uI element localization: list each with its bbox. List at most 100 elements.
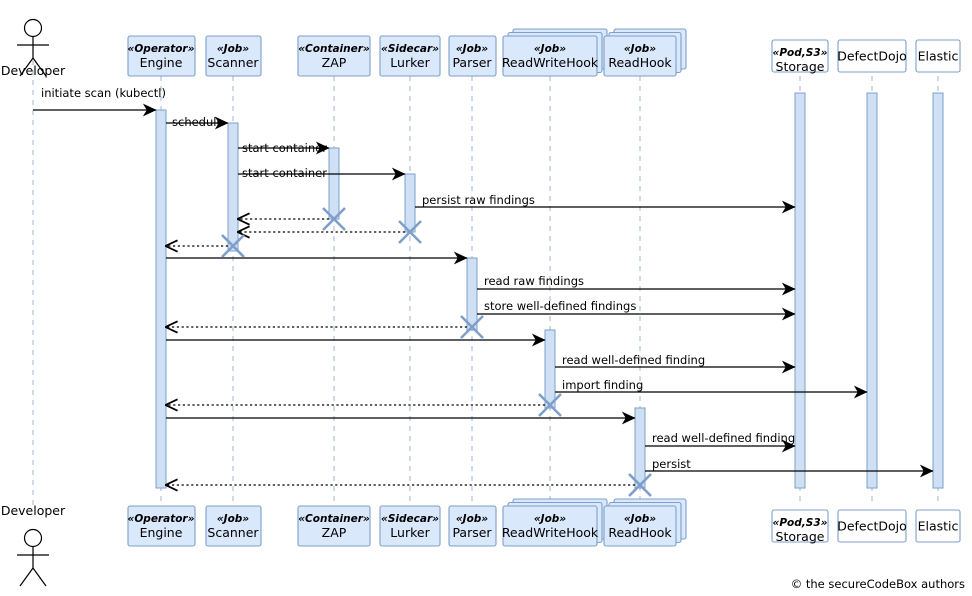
participant-stereotype: «Pod,S3»: [773, 47, 828, 59]
participant-foot-readhook[interactable]: «Job»ReadHook: [603, 498, 687, 547]
actor-label-top: Developer: [1, 63, 66, 78]
actor-leg-right: [32, 567, 47, 587]
participant-box-rect: [837, 39, 907, 73]
participant-stereotype: «Operator»: [128, 43, 195, 55]
participant-head-engine[interactable]: «Operator»Engine: [127, 35, 196, 77]
participant-foot-storage[interactable]: «Pod,S3»Storage: [771, 509, 829, 544]
participant-name: Parser: [452, 525, 492, 540]
participant-stereotype: «Operator»: [128, 513, 195, 525]
message-label-m1: initiate scan (kubectl): [41, 86, 166, 100]
activation-bar-parser: [466, 257, 478, 331]
participant-stereotype: «Sidecar»: [381, 43, 439, 55]
participant-stereotype: «Job»: [534, 43, 566, 55]
participant-name: Scanner: [207, 55, 259, 70]
participant-box-rect: [205, 35, 262, 77]
participant-boxes-layer: «Operator»Engine«Operator»Engine«Job»Sca…: [127, 28, 961, 547]
message-label-m4: start container: [242, 166, 327, 180]
participant-name: Scanner: [207, 525, 259, 540]
destroy-stroke-b: [538, 393, 562, 417]
participant-head-defectdojo[interactable]: DefectDojo: [837, 39, 907, 73]
message-label-m18: read well-defined finding: [652, 431, 795, 445]
participant-foot-elastic[interactable]: Elastic: [915, 509, 961, 543]
participant-box-rect: [837, 509, 907, 543]
participant-box-rect: [448, 505, 497, 547]
participant-foot-parser[interactable]: «Job»Parser: [448, 505, 497, 547]
participant-box-rect: [502, 35, 598, 77]
participant-box-rect: [379, 35, 441, 77]
message-label-m10: read raw findings: [484, 274, 584, 288]
participant-foot-defectdojo[interactable]: DefectDojo: [837, 509, 907, 543]
participant-foot-scanner[interactable]: «Job»Scanner: [205, 505, 262, 547]
participant-foot-readwritehook[interactable]: «Job»ReadWriteHook: [502, 498, 608, 547]
participant-stereotype: «Sidecar»: [381, 513, 439, 525]
participant-box-rect: [448, 35, 497, 77]
participant-box-rect: [297, 35, 371, 77]
message-label-m3: start container: [242, 141, 327, 155]
participant-stereotype: «Job»: [456, 43, 488, 55]
message-label-m5: persist raw findings: [422, 193, 535, 207]
destruction-markers-layer: [221, 207, 652, 497]
participant-stereotype: «Job»: [624, 513, 656, 525]
participant-name: ReadWriteHook: [502, 55, 599, 70]
participant-box-rect: [502, 505, 598, 547]
message-label-m15: import finding: [562, 378, 643, 392]
participant-stereotype: «Pod,S3»: [773, 517, 828, 529]
destruction-marker-scanner: [221, 234, 245, 258]
participant-name: Engine: [140, 55, 183, 70]
participant-head-storage[interactable]: «Pod,S3»Storage: [771, 39, 829, 74]
participant-head-lurker[interactable]: «Sidecar»Lurker: [379, 35, 441, 77]
participant-name: ZAP: [322, 55, 347, 70]
activations-layer: [155, 92, 944, 489]
participant-stereotype: «Container»: [298, 43, 370, 55]
participant-stereotype: «Job»: [217, 43, 249, 55]
destroy-stroke-b: [398, 220, 422, 244]
destruction-marker-readwritehook: [538, 393, 562, 417]
participant-stereotype: «Job»: [534, 513, 566, 525]
participant-head-parser[interactable]: «Job»Parser: [448, 35, 497, 77]
actor-leg-left: [19, 567, 34, 587]
destruction-marker-parser: [460, 315, 484, 339]
activation-bar-zap: [328, 147, 340, 220]
activation-bar-elastic: [932, 92, 944, 489]
participant-name: Elastic: [918, 49, 959, 64]
participant-name: Lurker: [390, 55, 430, 70]
actor-figure-bottom: [17, 528, 49, 587]
destruction-marker-readhook: [628, 473, 652, 497]
participant-name: ZAP: [322, 525, 347, 540]
actor-leg-left: [19, 57, 34, 77]
participant-head-scanner[interactable]: «Job»Scanner: [205, 35, 262, 77]
activation-bar-scanner: [227, 122, 239, 252]
activation-bar-readwritehook: [544, 329, 556, 409]
actor-figure-top: [17, 18, 49, 77]
participant-name: Elastic: [918, 519, 959, 534]
participant-name: ReadWriteHook: [502, 525, 599, 540]
copyright-credit: © the secureCodeBox authors: [791, 577, 965, 591]
participant-name: DefectDojo: [837, 49, 907, 64]
participant-foot-engine[interactable]: «Operator»Engine: [127, 505, 196, 547]
activation-bar-defectdojo: [866, 92, 878, 489]
participant-name: ReadHook: [608, 55, 672, 70]
participant-box-rect: [771, 39, 829, 73]
participant-box-rect: [379, 505, 441, 547]
participant-box-rect: [603, 505, 677, 547]
message-label-m19: persist: [652, 457, 691, 471]
participant-name: Engine: [140, 525, 183, 540]
participant-head-readhook[interactable]: «Job»ReadHook: [603, 28, 687, 77]
participant-head-elastic[interactable]: Elastic: [915, 39, 961, 73]
participant-box-rect: [127, 35, 196, 77]
participant-box-rect: [297, 505, 371, 547]
participant-box-rect: [127, 505, 196, 547]
participant-head-readwritehook[interactable]: «Job»ReadWriteHook: [502, 28, 608, 77]
participant-name: Storage: [776, 59, 825, 74]
message-label-m14: read well-defined finding: [562, 353, 705, 367]
participant-foot-lurker[interactable]: «Sidecar»Lurker: [379, 505, 441, 547]
participant-name: ReadHook: [608, 525, 672, 540]
participant-foot-zap[interactable]: «Container»ZAP: [297, 505, 371, 547]
destroy-stroke-b: [460, 315, 484, 339]
participant-head-zap[interactable]: «Container»ZAP: [297, 35, 371, 77]
participant-box-rect: [915, 509, 961, 543]
participant-stereotype: «Container»: [298, 513, 370, 525]
